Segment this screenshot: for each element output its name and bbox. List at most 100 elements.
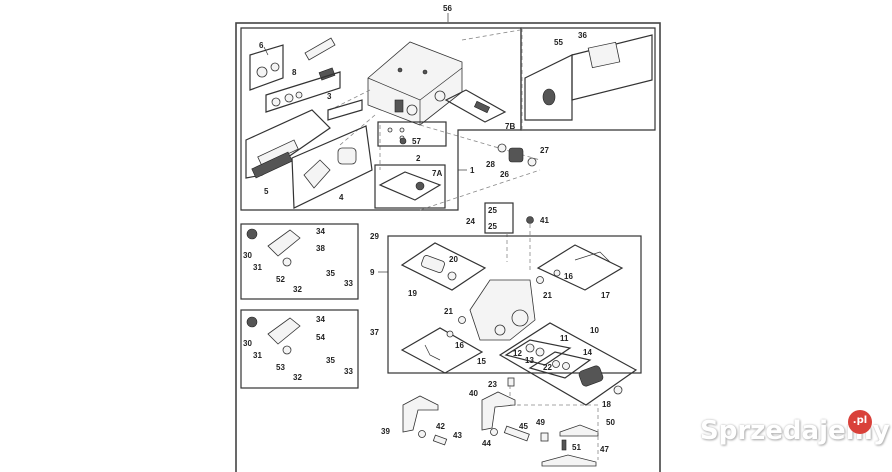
callout-37: 37: [370, 328, 379, 337]
kit-frame-6: [249, 44, 284, 91]
callout-1: 1: [470, 166, 475, 175]
valve-body-part: [367, 41, 463, 126]
callout-39: 39: [381, 427, 390, 436]
group-frame-10: [498, 322, 638, 406]
callout-7A: 7A: [432, 169, 442, 178]
kit-inner-7A: [378, 171, 442, 201]
callout-27: 27: [540, 146, 549, 155]
callout-18: 18: [602, 400, 611, 409]
callout-10: 10: [590, 326, 599, 335]
callout-50: 50: [606, 418, 615, 427]
kit-frame-17: [536, 244, 624, 291]
callout-22: 22: [543, 363, 552, 372]
callout-32-a: 32: [293, 285, 302, 294]
callout-30-a: 30: [243, 251, 252, 260]
callout-55: 55: [554, 38, 563, 47]
callout-8: 8: [292, 68, 297, 77]
watermark-badge: .pl: [848, 410, 872, 434]
clamp-47-part: [541, 454, 597, 467]
callout-3: 3: [327, 92, 332, 101]
callout-33-a: 33: [344, 279, 353, 288]
callout-24: 24: [466, 217, 475, 226]
spring-part: [251, 139, 299, 179]
callout-23: 23: [488, 380, 497, 389]
pump-body-part: [469, 279, 536, 341]
bracket-40-part: [481, 391, 516, 431]
callout-35-a: 35: [326, 269, 335, 278]
callout-2: 2: [416, 154, 421, 163]
callout-52: 52: [276, 275, 285, 284]
group-frame-37: [240, 309, 359, 389]
callout-34-a: 34: [316, 227, 325, 236]
callout-16-a: 16: [564, 272, 573, 281]
callout-19: 19: [408, 289, 417, 298]
callout-33-b: 33: [344, 367, 353, 376]
callout-25-a: 25: [488, 206, 497, 215]
callout-31-a: 31: [253, 263, 262, 272]
kit-frame-36: [571, 34, 653, 101]
callout-56: 56: [443, 4, 452, 13]
callout-43: 43: [453, 431, 462, 440]
callout-7B: 7B: [505, 122, 515, 131]
callout-28: 28: [486, 160, 495, 169]
callout-6: 6: [259, 41, 264, 50]
assembly-frame-56: [235, 22, 661, 472]
callout-15: 15: [477, 357, 486, 366]
callout-13: 13: [525, 356, 534, 365]
group-frame-29: [240, 223, 359, 300]
callout-17: 17: [601, 291, 610, 300]
kit-frame-14: [528, 351, 592, 379]
group-frame-9: [387, 235, 642, 374]
callout-57: 57: [412, 137, 421, 146]
kit-frame-7A: [374, 164, 446, 209]
callout-47: 47: [600, 445, 609, 454]
callout-30-b: 30: [243, 339, 252, 348]
kit-frame-2: [377, 121, 447, 147]
kit-frame-15: [400, 327, 484, 374]
kit-frame-7B: [444, 89, 507, 123]
callout-51: 51: [572, 443, 581, 452]
callout-31-b: 31: [253, 351, 262, 360]
callout-29: 29: [370, 232, 379, 241]
callout-16-b: 16: [455, 341, 464, 350]
callout-41: 41: [540, 216, 549, 225]
kit-frame-24: [484, 202, 514, 234]
clamp-50-part: [559, 424, 599, 437]
callout-53: 53: [276, 363, 285, 372]
group-frame-36-55: [520, 27, 656, 131]
gasket-part: [337, 147, 357, 165]
callout-35-b: 35: [326, 356, 335, 365]
kit-frame-55: [524, 54, 573, 121]
callout-54: 54: [316, 333, 325, 342]
callout-25-b: 25: [488, 222, 497, 231]
spool-part: [304, 37, 336, 81]
callout-45: 45: [519, 422, 528, 431]
cover-part: [303, 159, 331, 189]
callout-14: 14: [583, 348, 592, 357]
callout-44: 44: [482, 439, 491, 448]
callout-34-b: 34: [316, 315, 325, 324]
callout-5: 5: [264, 187, 269, 196]
callout-32-b: 32: [293, 373, 302, 382]
callout-20: 20: [449, 255, 458, 264]
callout-26: 26: [500, 170, 509, 179]
kit-frame-11: [504, 339, 572, 366]
callout-12: 12: [513, 349, 522, 358]
kit-frame-3: [327, 99, 363, 121]
kit-frame-4: [291, 125, 373, 209]
callout-21-a: 21: [543, 291, 552, 300]
kit-frame-5: [245, 109, 331, 179]
bracket-39-part: [402, 395, 439, 433]
callout-38: 38: [316, 244, 325, 253]
callout-36: 36: [578, 31, 587, 40]
callout-49: 49: [536, 418, 545, 427]
callout-40: 40: [469, 389, 478, 398]
callout-21-b: 21: [444, 307, 453, 316]
kit-frame-19: [400, 242, 487, 291]
callout-4: 4: [339, 193, 344, 202]
watermark: Sprzedajemy .pl: [700, 410, 890, 450]
callout-42: 42: [436, 422, 445, 431]
callout-11: 11: [560, 334, 569, 343]
callout-9: 9: [370, 268, 375, 277]
